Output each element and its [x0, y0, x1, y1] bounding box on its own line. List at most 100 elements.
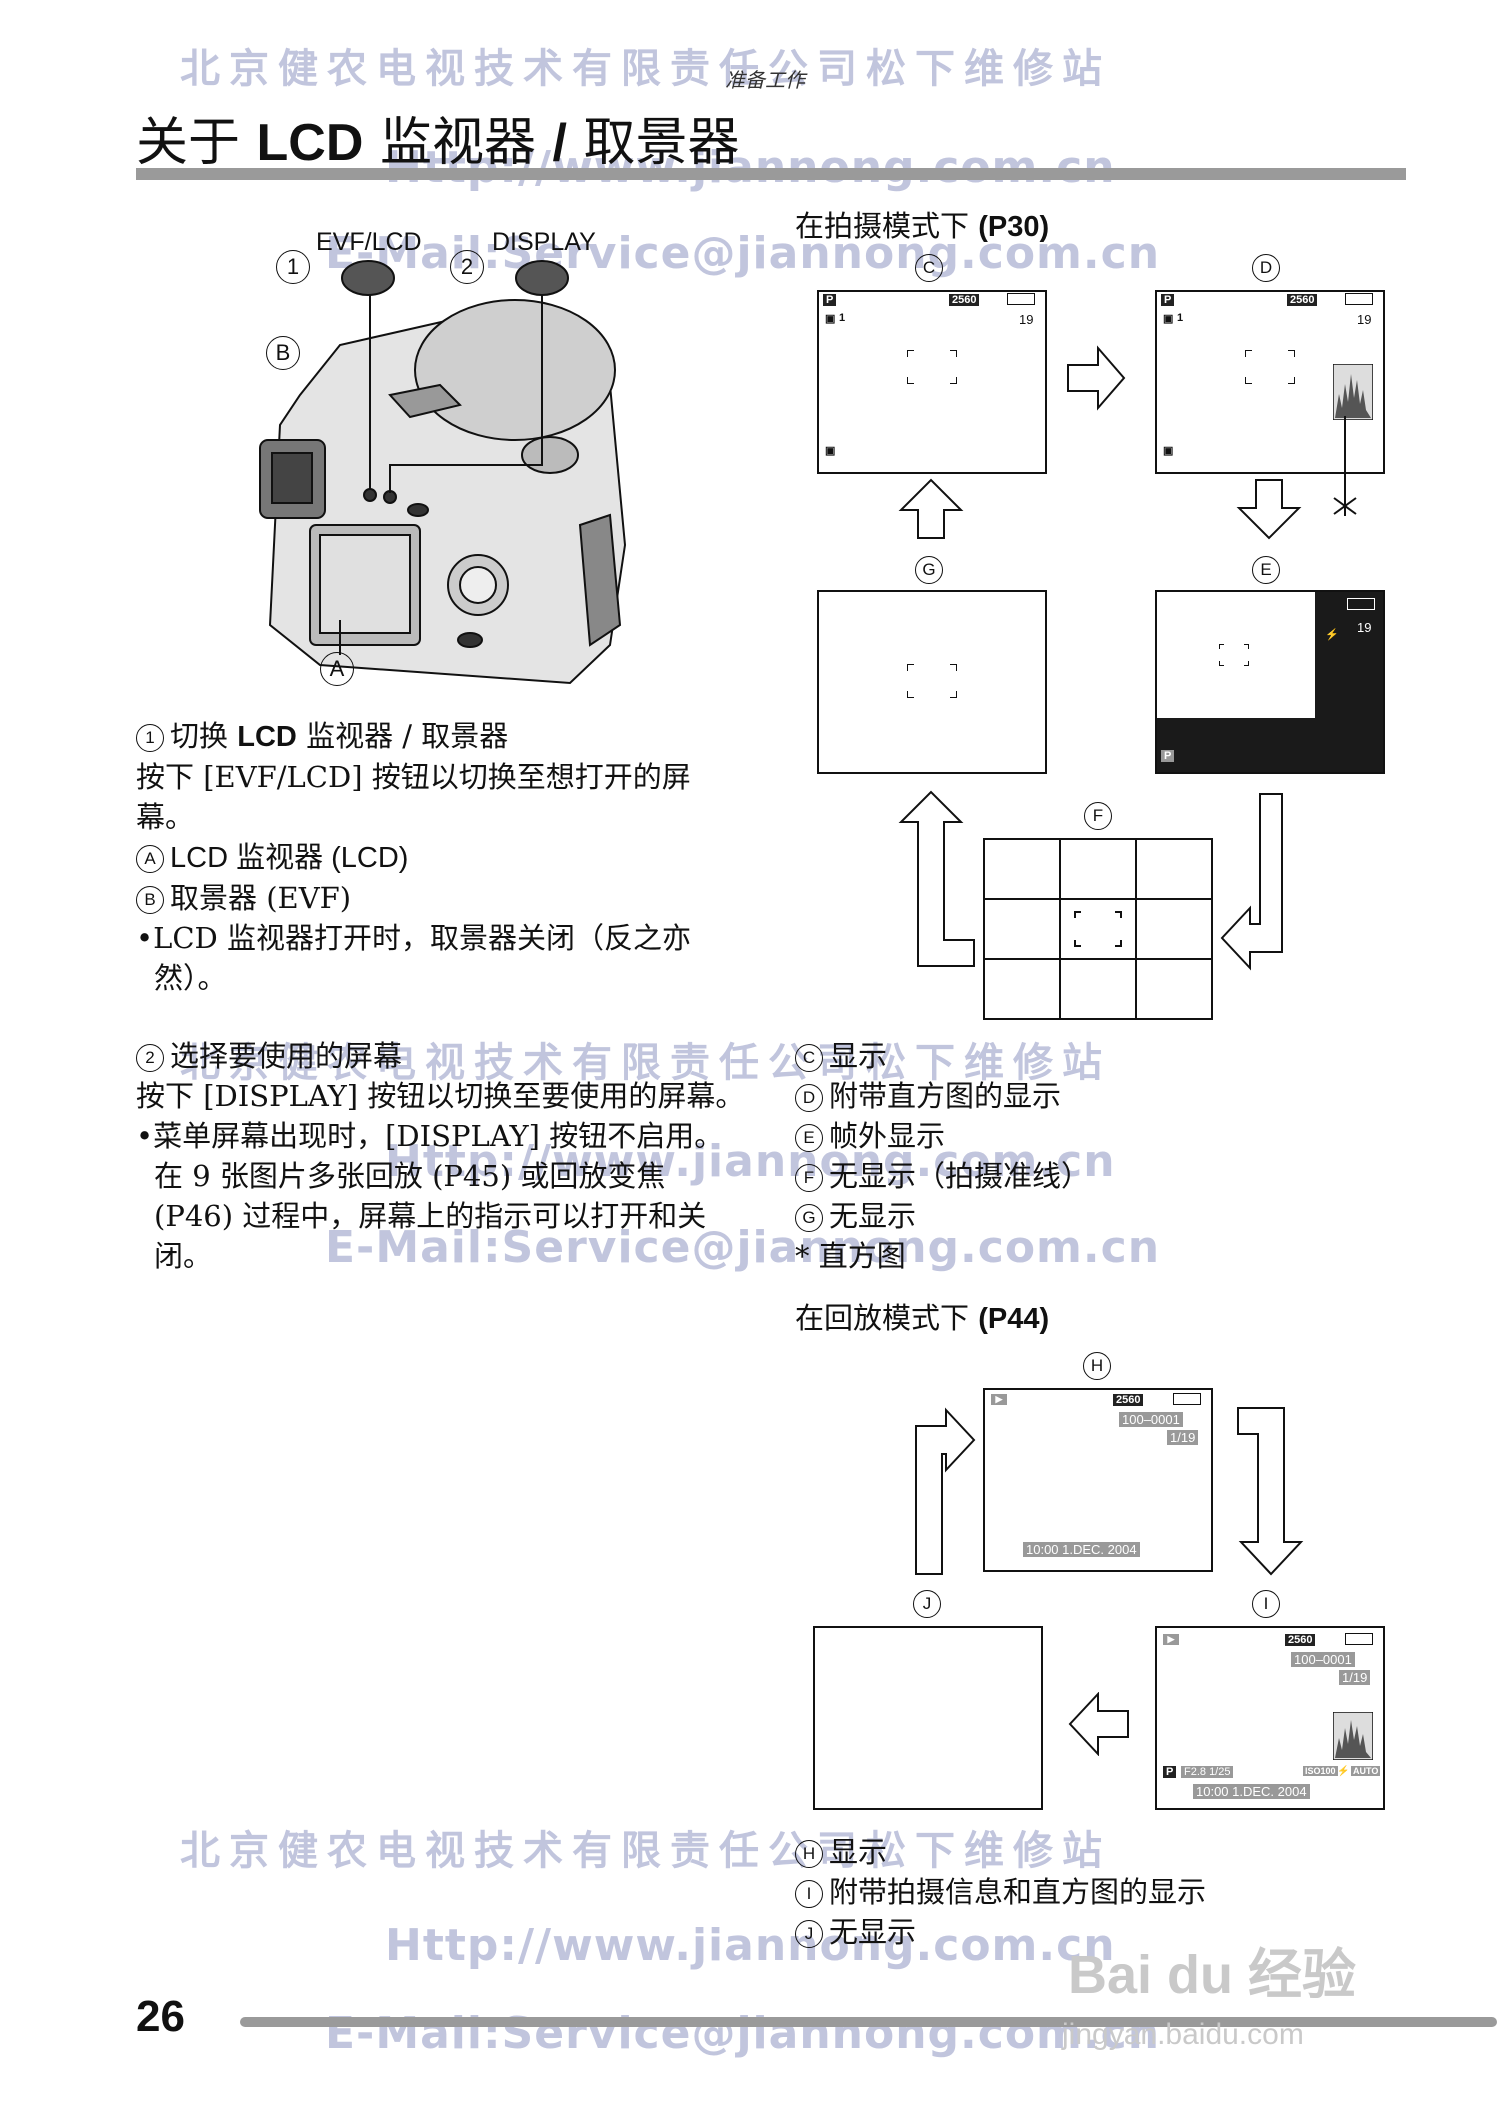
shots-remaining: 19 — [1357, 620, 1372, 635]
file-number: 100–0001 — [1119, 1412, 1183, 1427]
resolution-indicator: 2560 — [1287, 294, 1318, 306]
af-frame-icon — [1245, 350, 1295, 384]
baidu-url: jingyan.baidu.com — [1062, 2018, 1304, 2051]
resolution-indicator: 2560 — [1113, 1394, 1144, 1406]
histogram-callout — [1333, 416, 1357, 516]
title-suffix: 监视器 — [379, 113, 536, 173]
title-slash: / — [552, 114, 567, 172]
screen-h-playback-display: ▶ 2560 100–0001 1/19 10:00 1.DEC. 2004 — [983, 1388, 1213, 1572]
label-f: F — [1084, 802, 1112, 830]
metering-icon: ▣ — [825, 445, 836, 457]
callout-b: B — [266, 336, 300, 370]
shots-remaining: 19 — [1019, 312, 1034, 327]
flash-icon: ⚡ — [1325, 629, 1339, 641]
title-end: 取景器 — [583, 113, 740, 173]
page-title: 关于 LCD 监视器 / 取景器 — [136, 100, 740, 175]
screen-i-info-histogram-display: ▶ 2560 100–0001 1/19 P F2.8 1/25 ISO100 … — [1155, 1626, 1385, 1810]
title-rule — [136, 168, 1406, 180]
histogram-icon — [1333, 364, 1373, 420]
screen-g-no-display — [817, 590, 1047, 774]
callout-2: 2 — [450, 250, 484, 284]
af-frame-icon — [907, 350, 957, 384]
flash-icon: ⚡ — [1337, 1766, 1350, 1777]
section-tag: 准备工作 — [725, 68, 805, 92]
playback-icon: ▶ — [1163, 1634, 1179, 1645]
section1-bullet: •LCD 监视器打开时，取景器关闭（反之亦然）。 — [136, 921, 692, 995]
display-button-shape — [515, 260, 569, 296]
label-e: E — [1252, 556, 1280, 584]
sub-indicator: 1 — [1177, 312, 1184, 324]
af-frame-icon — [1219, 644, 1249, 666]
arrow-left-icon — [1068, 1692, 1129, 1756]
picture-count: 1/19 — [1167, 1430, 1199, 1445]
arrow-up-right-icon — [915, 1407, 976, 1575]
label-g: G — [915, 556, 943, 584]
arrow-down-left-icon — [1220, 793, 1283, 971]
white-balance-info: AUTO — [1351, 1766, 1381, 1776]
stabilizer-icon: ▣ — [825, 313, 836, 325]
title-bold: LCD — [256, 114, 364, 172]
file-number: 100–0001 — [1291, 1652, 1355, 1667]
playback-mode-heading: 在回放模式下 (P44) — [795, 1301, 1050, 1335]
section2-bullet: •菜单屏幕出现时，[DISPLAY] 按钮不启用。在 9 张图片多张回放 (P4… — [136, 1119, 724, 1273]
battery-icon — [1007, 293, 1035, 305]
mode-indicator: P — [1161, 294, 1175, 306]
screen-c-normal-display: P 2560 ▣ 1 19 ▣ — [817, 290, 1047, 474]
display-button-label: DISPLAY — [492, 228, 596, 256]
recording-datetime: 10:00 1.DEC. 2004 — [1193, 1784, 1310, 1799]
arrow-down-icon — [1236, 479, 1302, 540]
callout-1: 1 — [276, 250, 310, 284]
playback-icon: ▶ — [991, 1394, 1007, 1405]
mode-indicator: P — [1161, 750, 1175, 762]
legend-histogram: * 直方图 — [795, 1239, 906, 1273]
mode-indicator: P — [1163, 1766, 1177, 1778]
aperture-shutter-info: F2.8 1/25 — [1181, 1766, 1234, 1778]
evf-lcd-button-label: EVF/LCD — [316, 228, 422, 256]
watermark-company-top: 北京健农电视技术有限责任公司松下维修站 — [180, 46, 1111, 92]
baidu-logo: Bai du 经验 — [1068, 1945, 1357, 2005]
af-frame-icon — [907, 664, 957, 698]
mode-indicator: P — [823, 294, 837, 306]
sub-indicator: 1 — [839, 312, 846, 324]
section1-body: 按下 [EVF/LCD] 按钮以切换至想打开的屏幕。 — [136, 760, 691, 834]
battery-icon — [1345, 293, 1373, 305]
arrow-up-icon — [898, 478, 964, 539]
battery-icon — [1347, 598, 1375, 610]
metering-icon: ▣ — [1163, 445, 1174, 457]
screen-f-guide-lines — [983, 838, 1213, 1020]
page-number: 26 — [136, 1992, 185, 2041]
section1-number: 1 — [136, 724, 164, 752]
callout-a: A — [320, 652, 354, 686]
label-i: I — [1252, 1590, 1280, 1618]
arrow-up-from-grid-icon — [898, 790, 975, 967]
footer-rule — [240, 2017, 1497, 2027]
label-c: C — [915, 254, 943, 282]
arrow-right-down-icon — [1237, 1407, 1304, 1576]
battery-icon — [1173, 1393, 1201, 1405]
picture-count: 1/19 — [1339, 1670, 1371, 1685]
shots-remaining: 19 — [1357, 312, 1372, 327]
arrow-right-icon — [1067, 345, 1126, 411]
histogram-icon — [1333, 1712, 1373, 1760]
title-prefix: 关于 — [136, 113, 241, 173]
section2-number: 2 — [136, 1044, 164, 1072]
label-h: H — [1083, 1352, 1111, 1380]
battery-icon — [1345, 1633, 1373, 1645]
record-mode-heading: 在拍摄模式下 (P30) — [795, 209, 1050, 243]
camera-illustration — [259, 260, 627, 685]
recording-datetime: 10:00 1.DEC. 2004 — [1023, 1542, 1140, 1557]
